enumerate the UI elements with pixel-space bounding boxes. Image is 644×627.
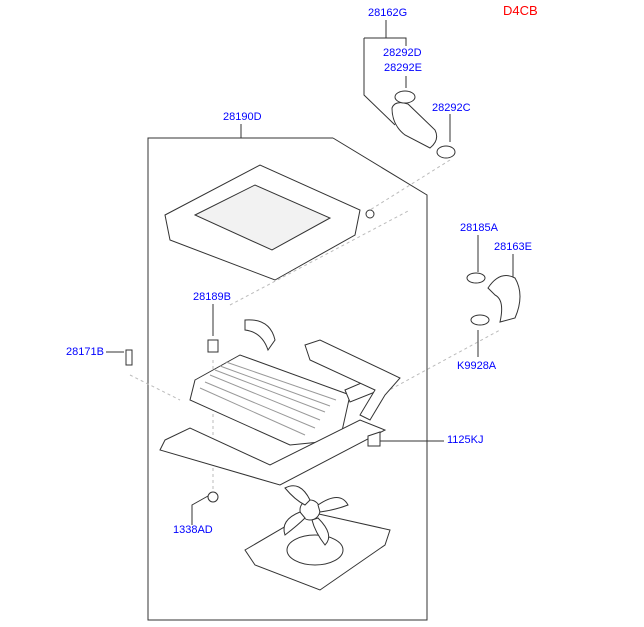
part-label-K9928A[interactable]: K9928A — [457, 360, 497, 372]
part-label-1125KJ[interactable]: 1125KJ — [447, 434, 484, 446]
side-hose — [466, 272, 521, 326]
part-label-28189B[interactable]: 28189B — [193, 291, 231, 303]
part-label-1338AD[interactable]: 1338AD — [173, 524, 213, 536]
part-label-28292D[interactable]: 28292D — [383, 47, 422, 59]
intercooler-core — [125, 319, 401, 503]
part-label-28292E[interactable]: 28292E — [384, 62, 422, 74]
upper-hose — [391, 90, 456, 159]
part-label-28163E[interactable]: 28163E — [494, 241, 532, 253]
part-label-28162G[interactable]: 28162G — [368, 7, 408, 19]
leader-lines — [106, 20, 514, 525]
part-label-28171B[interactable]: 28171B — [66, 346, 104, 358]
assembly-outline — [147, 137, 428, 621]
fan-assembly — [244, 485, 391, 591]
part-label-28190D[interactable]: 28190D — [223, 111, 262, 123]
engine-code-label: D4CB — [503, 3, 538, 18]
part-label-28292C[interactable]: 28292C — [432, 102, 471, 114]
part-label-28185A[interactable]: 28185A — [460, 222, 498, 234]
guide-lines — [129, 159, 501, 490]
intercooler-cover — [164, 164, 375, 281]
